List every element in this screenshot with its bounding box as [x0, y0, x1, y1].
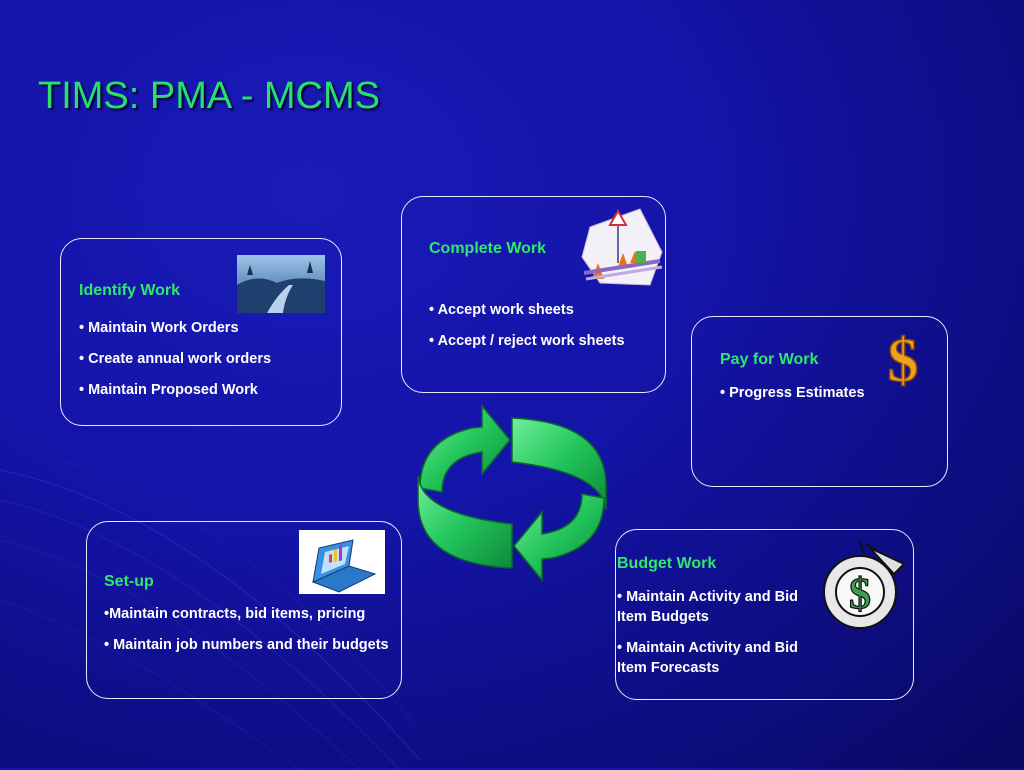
identify-work-title: Identify Work — [79, 282, 181, 299]
background-swirl — [0, 449, 420, 770]
list-item: • Maintain Activity and Bid Item Budgets — [617, 589, 798, 625]
list-item: •Maintain contracts, bid items, pricing — [104, 606, 366, 622]
cycle-arrows-icon — [417, 403, 607, 583]
svg-text:$: $ — [888, 327, 919, 391]
traffic-cones-icon — [581, 208, 663, 286]
laptop-chart-icon — [299, 530, 385, 594]
money-coin-icon: $ — [823, 541, 906, 629]
list-item: • Progress Estimates — [720, 385, 865, 401]
budget-work-title: Budget Work — [617, 555, 717, 572]
list-item: • Maintain job numbers and their budgets — [104, 637, 389, 653]
setup-box: Set-up •Maintain contracts, bid items, p… — [86, 521, 402, 699]
slide-title: TIMS: PMA - MCMS — [38, 75, 380, 117]
pay-for-work-title: Pay for Work — [720, 351, 819, 368]
complete-work-box: Complete Work • Accept work sheets • Acc… — [401, 196, 666, 393]
list-item: • Accept work sheets — [429, 302, 574, 318]
pay-for-work-list: • Progress Estimates — [720, 383, 940, 414]
pay-for-work-box: Pay for Work $ • Progress Estimates — [691, 316, 948, 487]
list-item: • Maintain Activity and Bid Item Forecas… — [617, 640, 798, 676]
list-item: • Maintain Work Orders — [79, 320, 239, 336]
setup-title: Set-up — [104, 573, 154, 590]
setup-list: •Maintain contracts, bid items, pricing … — [104, 604, 389, 666]
complete-work-list: • Accept work sheets • Accept / reject w… — [429, 300, 644, 362]
svg-text:$: $ — [849, 569, 871, 618]
identify-work-list: • Maintain Work Orders • Create annual w… — [79, 318, 329, 411]
budget-work-list: • Maintain Activity and Bid Item Budgets… — [617, 587, 817, 689]
list-item: • Create annual work orders — [79, 351, 272, 367]
road-photo-icon — [237, 255, 325, 313]
identify-work-box: Identify Work • Maintain Work Orders • C… — [60, 238, 342, 426]
complete-work-title: Complete Work — [429, 240, 547, 257]
dollar-sign-icon: $ — [887, 326, 920, 391]
budget-work-box: Budget Work $ • Maintain Activity and Bi… — [615, 529, 914, 700]
list-item: • Maintain Proposed Work — [79, 382, 258, 398]
list-item: • Accept / reject work sheets — [429, 333, 625, 349]
